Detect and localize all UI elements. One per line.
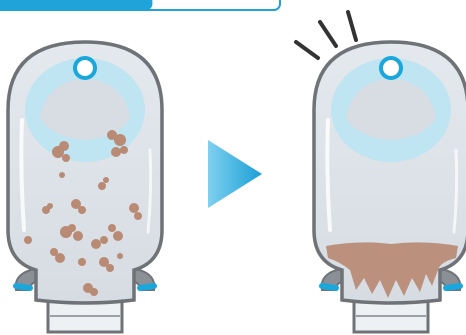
play-arrow-icon [208,140,262,208]
left-pouch-outlet [48,300,122,332]
right-pouch-outlet [354,300,428,332]
right-pouch-hang-ring [381,58,401,78]
left-pouch [8,42,162,332]
progress-bar [0,0,280,10]
left-pouch-hang-ring [75,58,95,78]
right-pouch [314,42,466,332]
progress-bar-fill [0,0,152,10]
